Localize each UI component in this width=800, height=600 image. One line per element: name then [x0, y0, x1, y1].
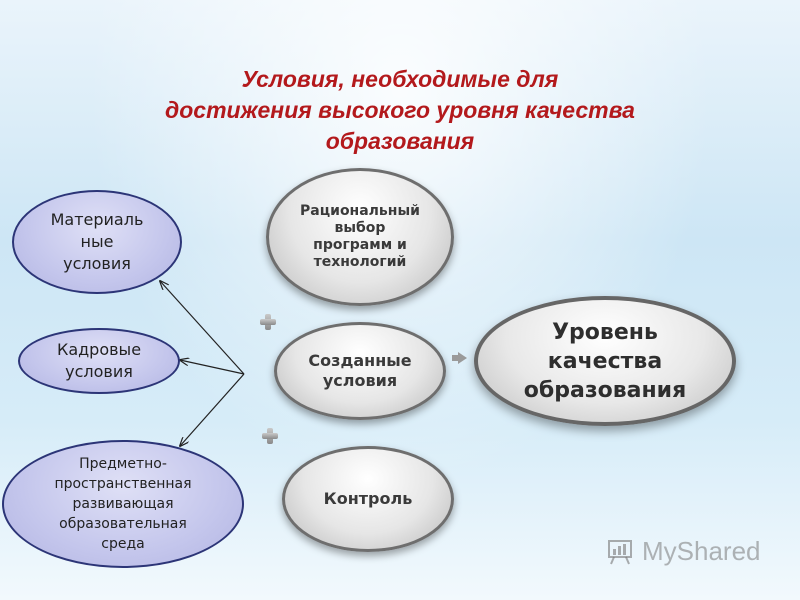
watermark-text: MyShared — [642, 536, 761, 566]
staff-conditions-node: Кадровые условия — [18, 328, 180, 394]
title-line-3: образования — [325, 128, 475, 154]
title-line-1: Условия, необходимые для — [241, 66, 559, 92]
arrow-to-staff — [180, 360, 245, 375]
environment-node: Предметно- пространственная развивающая … — [2, 440, 244, 568]
arrow-right-icon — [458, 352, 467, 364]
watermark: MyShared — [606, 536, 761, 567]
myshared-logo-icon — [608, 539, 632, 564]
plus-icon — [260, 314, 276, 330]
environment-label: Предметно- пространственная развивающая … — [54, 456, 192, 552]
control-label: Контроль — [323, 489, 413, 508]
page-title: Условия, необходимые для достижения высо… — [100, 64, 700, 157]
plus-icon — [262, 428, 278, 444]
material-conditions-node: Материаль ные условия — [12, 190, 182, 294]
created-conditions-node: Созданные условия — [274, 322, 446, 420]
arrow-to-environment — [180, 373, 245, 446]
staff-conditions-label: Кадровые условия — [56, 340, 142, 381]
rational-choice-node: Рациональный выбор программ и технологий — [266, 168, 454, 306]
arrow-to-material — [160, 281, 245, 375]
arrow-right-icon-stem — [452, 355, 459, 361]
rational-choice-label: Рациональный выбор программ и технологий — [300, 203, 420, 270]
control-node: Контроль — [282, 446, 454, 552]
education-quality-label: Уровень качества образования — [523, 319, 687, 403]
education-quality-node: Уровень качества образования — [474, 296, 736, 426]
created-conditions-label: Созданные условия — [308, 351, 412, 390]
title-line-2: достижения высокого уровня качества — [165, 97, 635, 123]
material-conditions-label: Материаль ные условия — [50, 210, 144, 273]
